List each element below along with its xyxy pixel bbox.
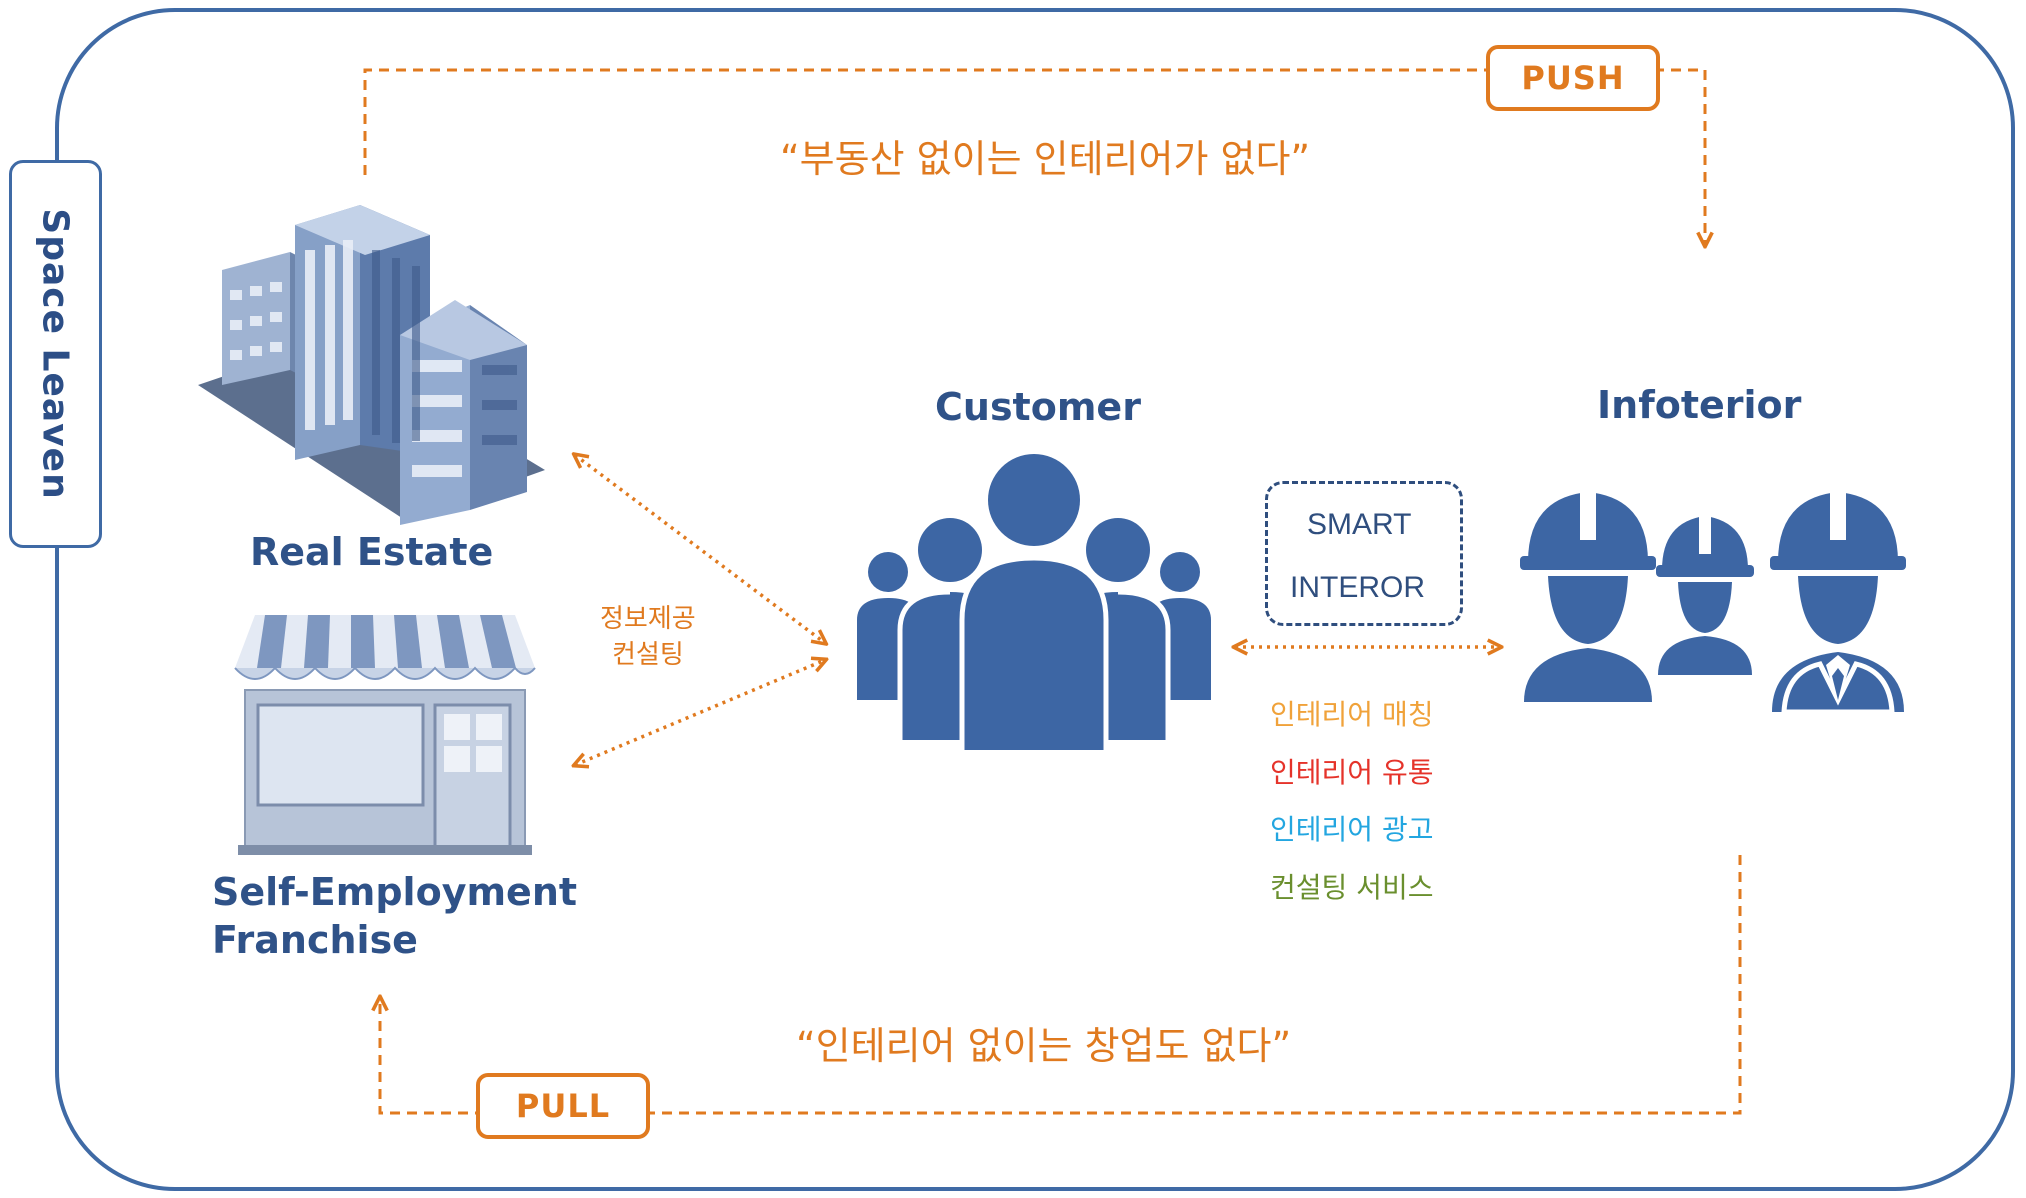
service-consulting: 컨설팅 서비스 [1270,871,1434,904]
push-tag: PUSH [1486,45,1660,111]
service-matching: 인테리어 매칭 [1270,698,1434,731]
smart-interor-box [1265,481,1463,626]
push-path [363,68,1705,245]
side-label-box [9,160,102,548]
smart-line1: SMART [1307,508,1412,541]
info-consult-line2: 컨설팅 [612,640,684,670]
service-distribution: 인테리어 유통 [1270,756,1434,789]
arrow-franchise-customer [575,660,825,765]
franchise-label-line2: Franchise [212,918,418,962]
smart-line2: INTEROR [1290,571,1425,604]
outer-frame [55,8,2015,1191]
franchise-label-line1: Self-Employment [212,870,578,914]
quote-bottom: “인테리어 없이는 창업도 없다” [796,1024,1292,1068]
customer-label: Customer [935,385,1141,429]
infoterior-label: Infoterior [1597,383,1802,427]
info-consult-line1: 정보제공 [600,604,696,634]
pull-tag: PULL [476,1073,650,1139]
service-advertising: 인테리어 광고 [1270,813,1434,846]
real-estate-label: Real Estate [250,530,494,574]
pull-path [380,855,1742,1115]
quote-top: “부동산 없이는 인테리어가 없다” [780,137,1311,181]
